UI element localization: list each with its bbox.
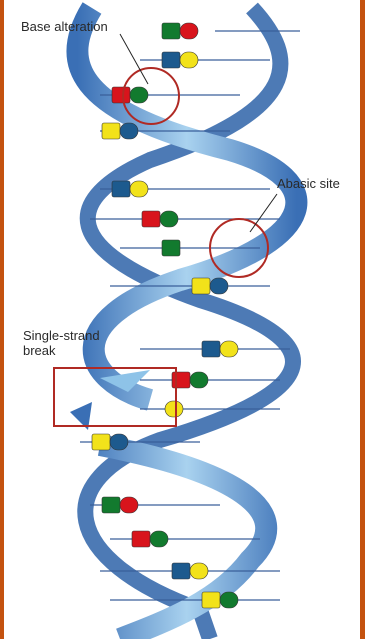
base-0-left	[162, 23, 180, 39]
base-3-right	[120, 123, 138, 139]
base-10-right	[165, 401, 183, 417]
base-9-right	[190, 372, 208, 388]
base-2-left	[112, 87, 130, 103]
base-0-right	[180, 23, 198, 39]
base-3-left	[102, 123, 120, 139]
base-2-right	[130, 87, 148, 103]
base-13-left	[132, 531, 150, 547]
base-14-right	[190, 563, 208, 579]
base-1-right	[180, 52, 198, 68]
base-6-left	[162, 240, 180, 256]
base-12-left	[102, 497, 120, 513]
label-base-alteration: Base alteration	[21, 19, 108, 34]
base-1-left	[162, 52, 180, 68]
label-single-strand-break: Single-strand break	[23, 328, 100, 358]
base-7-right	[210, 278, 228, 294]
base-13-right	[150, 531, 168, 547]
base-11-left	[92, 434, 110, 450]
base-8-left	[202, 341, 220, 357]
base-11-right	[110, 434, 128, 450]
base-12-right	[120, 497, 138, 513]
base-alteration-pointer	[120, 34, 148, 84]
label-abasic-site: Abasic site	[277, 176, 340, 191]
base-4-right	[130, 181, 148, 197]
base-5-right	[160, 211, 178, 227]
base-9-left	[172, 372, 190, 388]
base-7-left	[192, 278, 210, 294]
base-4-left	[112, 181, 130, 197]
base-14-left	[172, 563, 190, 579]
base-5-left	[142, 211, 160, 227]
base-8-right	[220, 341, 238, 357]
base-15-left	[202, 592, 220, 608]
base-15-right	[220, 592, 238, 608]
